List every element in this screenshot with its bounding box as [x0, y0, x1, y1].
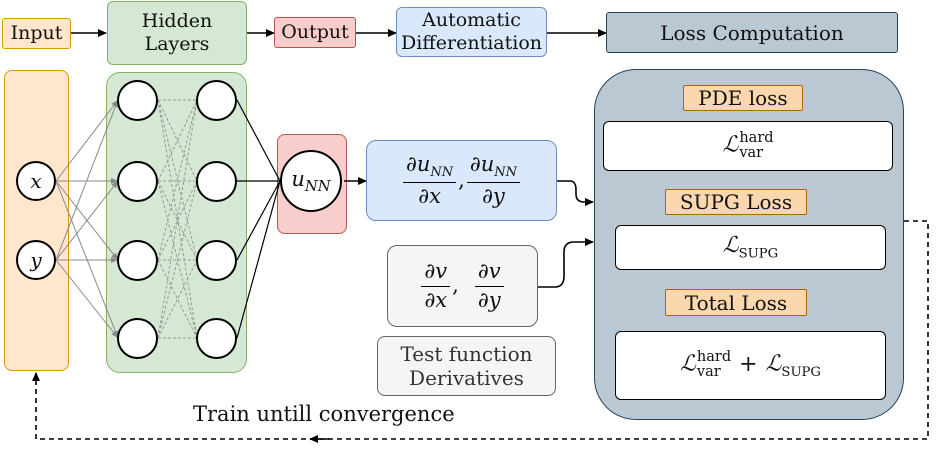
feedback-loop-arrow: [32, 220, 929, 440]
output-neuron: uNN: [280, 150, 342, 212]
output-u-label: uNN: [291, 166, 331, 196]
var-sub: var: [696, 363, 721, 380]
input-x-label: x: [30, 169, 42, 193]
plus-sign: +: [739, 351, 758, 377]
total-loss-label: Total Loss: [684, 290, 788, 315]
feedback-label: Train untill convergence: [193, 402, 455, 426]
legend-hidden-label: Hidden Layers: [141, 10, 213, 55]
hidden-neuron: [196, 240, 237, 281]
dv-dy-fraction: ∂v ∂y: [474, 259, 504, 312]
input-neuron-y: y: [16, 240, 56, 280]
supg-sub: SUPG: [781, 365, 821, 381]
du-dy-fraction: ∂uNN ∂y: [466, 152, 521, 209]
hidden-to-hidden-edges: [157, 99, 198, 339]
hidden-neuron: [117, 318, 158, 359]
legend-loss-computation: Loss Computation: [606, 12, 898, 53]
pde-loss-badge: PDE loss: [683, 85, 803, 111]
du-numerator: ∂u: [469, 152, 495, 176]
total-loss-badge: Total Loss: [665, 289, 807, 316]
dy-denominator: ∂y: [482, 183, 505, 208]
arrow-test-derivatives-to-loss: [538, 238, 594, 288]
hidden-to-output-edges: [236, 99, 281, 339]
feedback-caption: Train untill convergence: [193, 402, 455, 426]
hidden-neuron: [196, 161, 237, 202]
supg-loss-box: ℒSUPG: [615, 225, 886, 270]
legend-output: Output: [274, 17, 356, 48]
supg-sub: SUPG: [738, 246, 779, 262]
var-sub: var: [739, 145, 764, 161]
input-y-label: y: [30, 248, 42, 272]
dx-denominator: ∂x: [424, 287, 448, 312]
dy-denominator: ∂y: [477, 287, 501, 312]
hidden-neuron: [117, 80, 158, 121]
legend-automatic-differentiation: Automatic Differentiation: [396, 7, 547, 57]
input-to-hidden-edges: [55, 99, 119, 339]
hard-sup: hard: [696, 349, 732, 366]
hidden-neuron: [196, 318, 237, 359]
legend-input-label: Input: [10, 22, 63, 45]
hidden-neuron: [117, 161, 158, 202]
legend-autodiff-label: Automatic Differentiation: [400, 9, 543, 54]
test-function-derivatives-label: Test function Derivatives: [377, 336, 556, 396]
legend-input: Input: [2, 18, 71, 49]
du-sub: NN: [494, 165, 518, 181]
du-dx-fraction: ∂uNN ∂x: [402, 152, 457, 209]
legend-hidden-layers: Hidden Layers: [107, 1, 247, 65]
script-L: ℒ: [722, 232, 739, 258]
input-panel: [4, 70, 69, 371]
supg-loss-expression: ℒSUPG: [723, 233, 778, 262]
script-L: ℒ: [765, 351, 782, 377]
dx-denominator: ∂x: [418, 183, 441, 208]
script-L: ℒ: [680, 351, 696, 377]
script-L: ℒ: [722, 133, 739, 158]
supg-loss-label: SUPG Loss: [679, 190, 793, 214]
legend-output-label: Output: [281, 21, 349, 44]
hidden-neuron: [196, 80, 237, 121]
dv-numerator: ∂v: [474, 259, 504, 287]
hidden-neuron: [117, 240, 158, 281]
supg-loss-badge: SUPG Loss: [665, 189, 807, 215]
output-sub: NN: [304, 178, 331, 196]
arrow-gradients-to-loss: [557, 180, 594, 206]
hard-sup: hard: [739, 130, 774, 147]
gradient-box: ∂uNN ∂x , ∂uNN ∂y: [366, 140, 557, 221]
du-sub: NN: [430, 165, 454, 181]
du-numerator: ∂u: [405, 152, 431, 176]
test-label-text: Test function Derivatives: [400, 342, 533, 390]
dv-dx-fraction: ∂v ∂x: [421, 259, 451, 312]
pde-loss-label: PDE loss: [698, 86, 788, 110]
dv-numerator: ∂v: [421, 259, 451, 287]
test-derivatives-box: ∂v ∂x , ∂v ∂y: [387, 245, 538, 327]
legend-loss-label: Loss Computation: [660, 20, 844, 45]
input-neuron-x: x: [16, 161, 56, 201]
